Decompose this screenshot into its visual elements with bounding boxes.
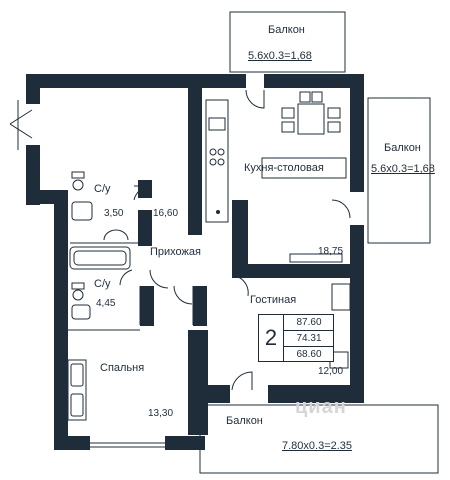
toilet-2 [72, 289, 84, 301]
bathtub [69, 246, 131, 270]
watermark: циан [295, 396, 347, 418]
living-area-total: 74.31 [284, 331, 334, 347]
apartment-summary-badge: 2 87.60 74.31 68.60 [258, 314, 334, 362]
kitchen-area: 18,75 [318, 246, 344, 257]
bath1-name: С/у [94, 183, 111, 195]
hall-area: 16,60 [153, 208, 179, 219]
toilet-1 [72, 179, 84, 191]
bath2-area: 4,45 [96, 298, 116, 309]
total-area: 87.60 [284, 315, 334, 331]
bath1-area: 3,50 [104, 208, 124, 219]
balcony-top-dims: 5.6х0.3=1,68 [248, 50, 312, 62]
balcony-top-name: Балкон [268, 24, 305, 36]
balcony-right-outline [367, 97, 431, 244]
kitchen-name: Кухня-столовая [244, 162, 324, 174]
net-area: 68.60 [296, 349, 322, 360]
hall-name: Прихожая [150, 246, 201, 258]
balcony-bottom-name: Балкон [226, 415, 263, 427]
kitchen-sofa [261, 157, 347, 179]
living-area: 12,00 [318, 366, 344, 377]
bedroom-name: Спальня [100, 362, 145, 374]
balcony-right-dims: 5.6х0.3=1,68 [371, 163, 435, 175]
kitchen-counter [205, 99, 229, 223]
balcony-bottom-dims: 7.80х0.3=2.35 [282, 440, 353, 452]
bath2-name: С/у [94, 278, 111, 290]
living-name: Гостиная [250, 294, 297, 306]
room-count: 2 [264, 325, 278, 350]
dining-table [297, 103, 325, 135]
bedroom-area: 13,30 [148, 408, 174, 419]
balcony-right-name: Балкон [384, 142, 421, 154]
area-table: 87.60 74.31 68.60 [283, 315, 334, 361]
bed [67, 359, 87, 421]
balcony-top-outline [229, 11, 346, 73]
